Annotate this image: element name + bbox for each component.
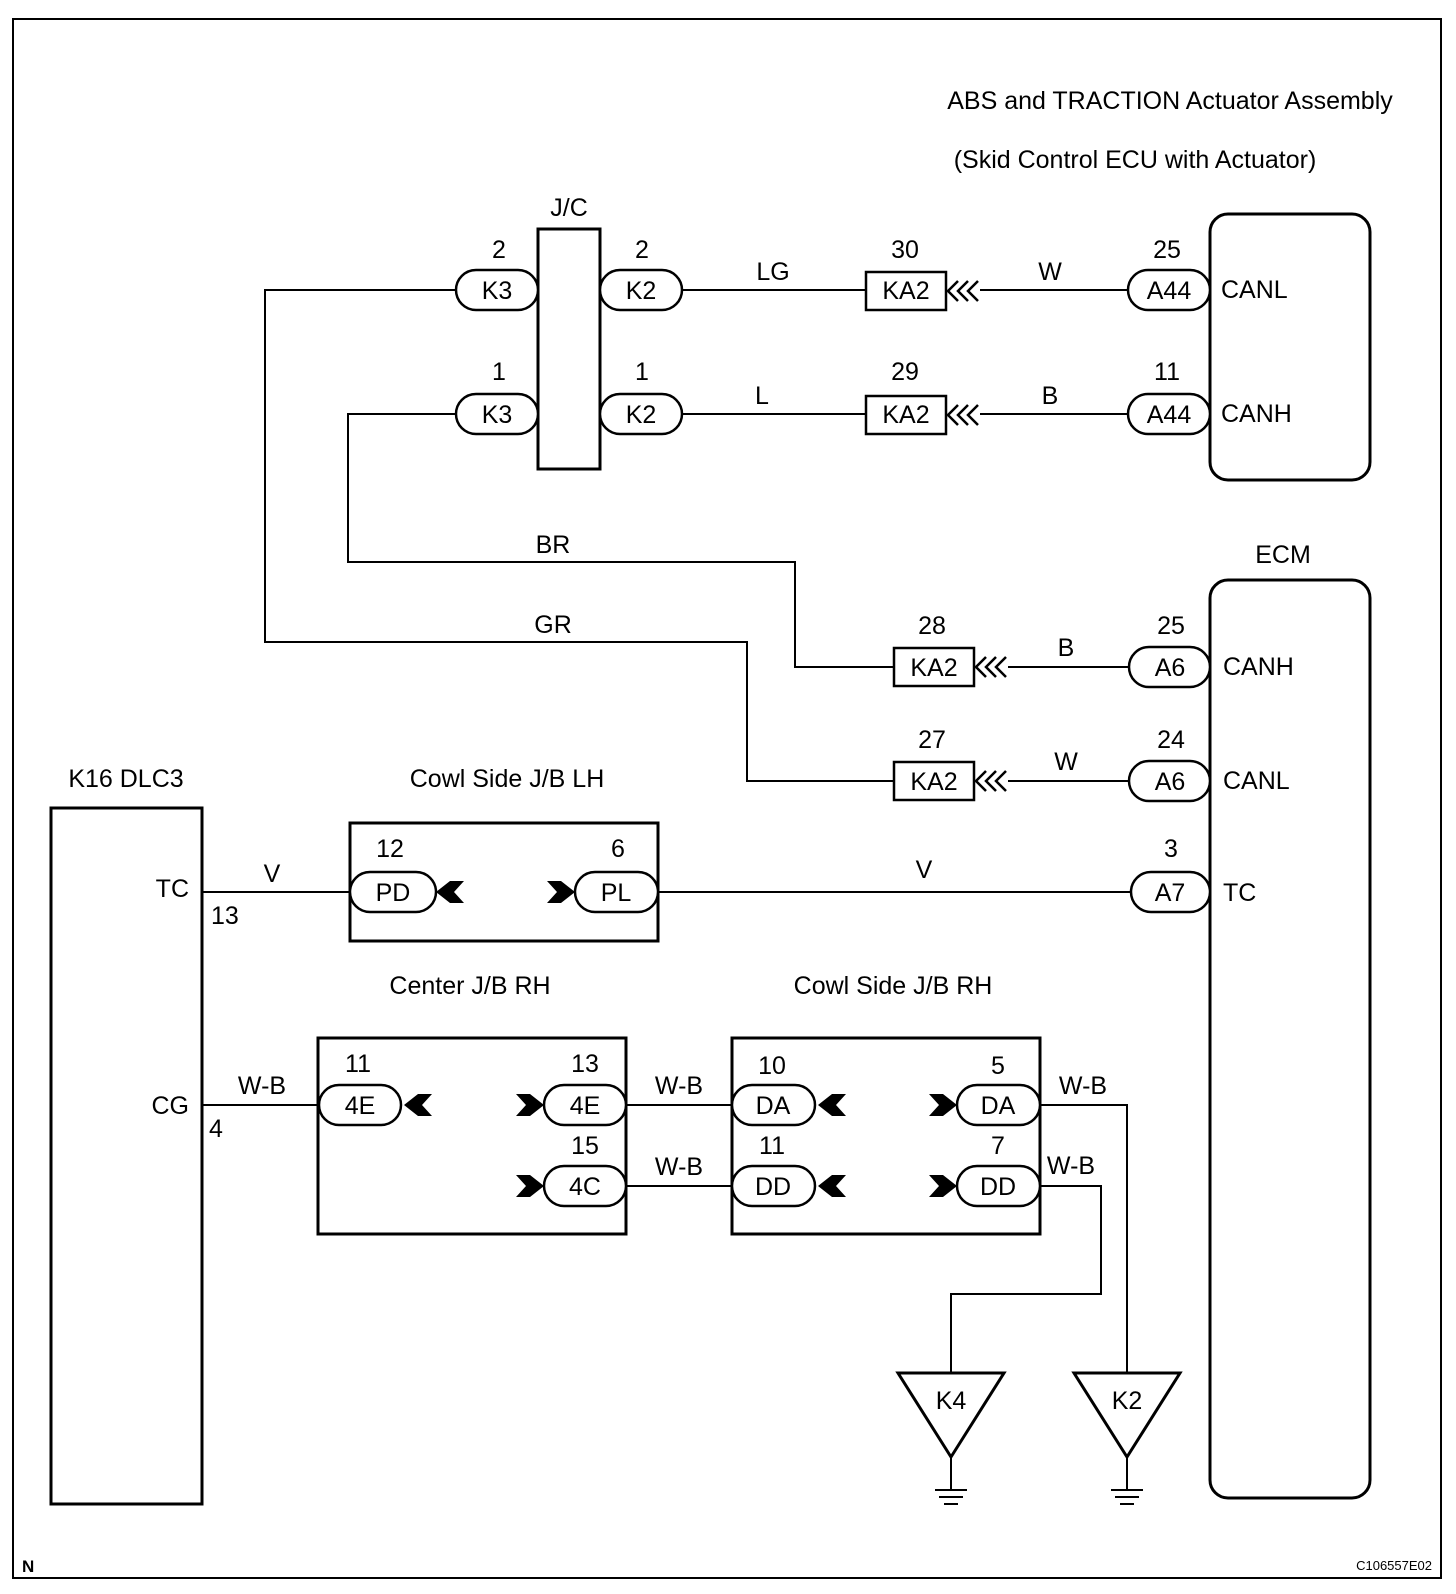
connector-name: KA2 — [910, 768, 957, 796]
pin-number: 24 — [1157, 726, 1185, 754]
connector-name: DD — [980, 1173, 1016, 1201]
ecm-tc-label: TC — [1223, 879, 1256, 907]
ecm-box — [1208, 578, 1372, 1500]
cowl-lh-title: Cowl Side J/B LH — [410, 765, 605, 793]
wire-color-label: V — [264, 860, 281, 888]
pin-number: 11 — [345, 1050, 371, 1078]
dlc-tc-label: TC — [156, 875, 189, 903]
connector-name: DD — [755, 1173, 791, 1201]
connector-name: DA — [981, 1092, 1016, 1120]
connector-name: PD — [376, 879, 411, 907]
connector-name: KA2 — [910, 654, 957, 682]
pin-number: 5 — [991, 1052, 1005, 1080]
pin-number: 25 — [1157, 612, 1185, 640]
wire-color-label: W-B — [1059, 1072, 1107, 1100]
connector-name: K2 — [626, 401, 657, 429]
pin-number: 11 — [759, 1132, 785, 1160]
ecm-canl-label: CANL — [1223, 767, 1290, 795]
pin-number: 2 — [492, 236, 506, 264]
wire-color-label: GR — [534, 611, 572, 639]
dlc-tc-pin: 13 — [211, 902, 239, 930]
pin-number: 25 — [1153, 236, 1181, 264]
pin-number: 13 — [571, 1050, 599, 1078]
ground-label: K2 — [1112, 1387, 1143, 1415]
connector-name: A44 — [1147, 277, 1192, 305]
wire-color-label: B — [1042, 382, 1059, 410]
pin-number: 10 — [758, 1052, 786, 1080]
pin-number: 3 — [1164, 835, 1178, 863]
connector-name: PL — [601, 879, 632, 907]
pin-number: 6 — [611, 835, 625, 863]
cowl-rh-title: Cowl Side J/B RH — [794, 972, 993, 1000]
pin-number: 12 — [376, 835, 404, 863]
center-rh-title: Center J/B RH — [389, 972, 550, 1000]
jc-title: J/C — [550, 194, 588, 222]
dlc3-box — [49, 806, 204, 1506]
ground-label: K4 — [936, 1387, 967, 1415]
pin-number: 29 — [891, 358, 919, 386]
connector-name: A7 — [1155, 879, 1186, 907]
abs-subtitle: (Skid Control ECU with Actuator) — [954, 146, 1317, 174]
footer-marker: N — [22, 1557, 34, 1576]
connector-name: K2 — [626, 277, 657, 305]
wire-color-label: BR — [536, 531, 571, 559]
pin-number: 28 — [918, 612, 946, 640]
abs-actuator-box — [1208, 212, 1372, 482]
jc-box — [536, 227, 602, 471]
connector-name: A6 — [1155, 654, 1186, 682]
connector-name: K3 — [482, 401, 513, 429]
wire-color-label: W — [1038, 258, 1062, 286]
ecm-title: ECM — [1255, 541, 1311, 569]
abs-canl-label: CANL — [1221, 276, 1288, 304]
pin-number: 11 — [1154, 358, 1180, 386]
pin-number: 1 — [635, 358, 649, 386]
connector-name: K3 — [482, 277, 513, 305]
pin-number: 7 — [991, 1132, 1005, 1160]
pin-number: 2 — [635, 236, 649, 264]
connector-name: DA — [756, 1092, 791, 1120]
pin-number: 30 — [891, 236, 919, 264]
wire-color-label: W-B — [655, 1153, 703, 1181]
pin-number: 1 — [492, 358, 506, 386]
wire-color-label: W-B — [655, 1072, 703, 1100]
pin-number: 15 — [571, 1132, 599, 1160]
wire-color-label: B — [1058, 634, 1075, 662]
connector-name: 4E — [570, 1092, 601, 1120]
ground-k4 — [895, 1371, 1007, 1505]
pin-number: 27 — [918, 726, 946, 754]
connector-shapes — [317, 268, 1212, 1208]
abs-title: ABS and TRACTION Actuator Assembly — [947, 87, 1393, 115]
wire-color-label: W — [1054, 748, 1078, 776]
dlc-cg-label: CG — [152, 1092, 190, 1120]
connector-name: KA2 — [882, 401, 929, 429]
connector-name: 4E — [345, 1092, 376, 1120]
abs-canh-label: CANH — [1221, 400, 1292, 428]
dlc3-title: K16 DLC3 — [68, 765, 183, 793]
wire-color-label: L — [755, 382, 769, 410]
diagram-border — [12, 18, 1442, 1579]
figure-code: C106557E02 — [1356, 1558, 1432, 1573]
wire-color-label: LG — [756, 258, 789, 286]
connector-name: KA2 — [882, 277, 929, 305]
dlc-cg-pin: 4 — [209, 1115, 223, 1143]
wire-color-label: V — [916, 856, 933, 884]
connector-name: A6 — [1155, 768, 1186, 796]
ecm-canh-label: CANH — [1223, 653, 1294, 681]
wire-color-label: W-B — [238, 1072, 286, 1100]
connector-name: A44 — [1147, 401, 1192, 429]
open-chevron-arrows — [946, 279, 1008, 793]
connector-name: 4C — [569, 1173, 601, 1201]
ground-k2 — [1071, 1371, 1183, 1505]
wire-color-label: W-B — [1047, 1152, 1095, 1180]
